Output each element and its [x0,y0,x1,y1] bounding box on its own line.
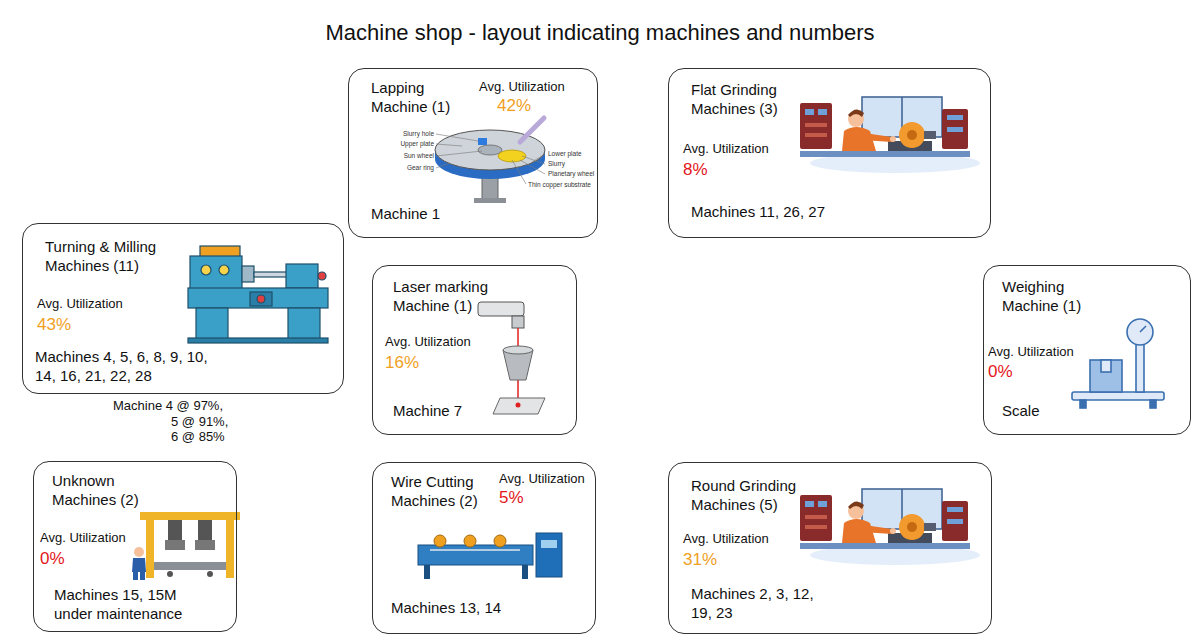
group-heading: Lapping Machine (1) [371,79,466,117]
page-title: Machine shop - layout indicating machine… [0,20,1200,46]
utilization-caption: Avg. Utilization [988,344,1088,360]
machine-group-box: Flat Grinding Machines (3) Avg. Utilizati… [668,68,991,238]
utilization-caption: Avg. Utilization [683,141,793,157]
part-label: Slurry hole [384,130,434,138]
flat-grinding-drawing [800,97,980,173]
machine-group-box: Weighing Machine (1) Avg. Utilization0% Sc… [983,265,1191,435]
utilization-caption: Avg. Utilization [37,296,147,312]
machine-list: Machines 13, 14 [391,599,571,618]
utilization-value: 16% [385,352,445,373]
utilization-caption: Avg. Utilization [385,334,495,350]
machine-utilization-note: Machine 4 @ 97%, 5 @ 91%, 6 @ 85% [113,398,233,445]
machine-list: Machines 4, 5, 6, 8, 9, 10, 14, 16, 21, … [35,348,210,386]
utilization-caption: Avg. Utilization [40,530,140,546]
utilization-caption: Avg. Utilization [479,79,589,95]
group-heading: Laser marking Machine (1) [393,278,503,316]
utilization-caption: Avg. Utilization [499,471,597,487]
machine-list: Machine 7 [393,402,543,421]
utilization-caption: Avg. Utilization [683,531,793,547]
part-label: Sun wheel [384,152,434,160]
lathe-drawing [188,246,328,343]
laser-marker-drawing [478,302,545,414]
group-heading: Unknown Machines (2) [52,472,152,510]
group-heading: Wire Cutting Machines (2) [391,473,496,511]
group-heading: Round Grinding Machines (5) [691,477,821,515]
utilization-value: 31% [683,549,743,570]
wire-cutter-drawing [418,533,562,579]
group-heading: Turning & Milling Machines (11) [45,238,180,276]
part-label: Thin copper substrate [528,181,596,189]
part-label: Lower plate [548,150,596,158]
machine-list: Scale [1002,402,1102,421]
machine-group-box: Round Grinding Machines (5) Avg. Utilizat… [668,462,992,634]
part-label: Upper plate [384,140,434,148]
part-label: Gear ring [384,164,434,172]
group-heading: Flat Grinding Machines (3) [691,81,811,119]
round-grinding-drawing [800,489,980,565]
machine-list: Machines 15, 15M under maintenance [54,586,204,624]
utilization-value: 5% [499,487,559,508]
part-label: Planetary wheel [548,170,596,178]
utilization-value: 0% [40,548,100,569]
utilization-value: 8% [683,159,743,180]
part-label: Slurry [548,160,596,168]
scale-drawing [1072,319,1164,408]
machine-group-box: Turning & Milling Machines (11) Avg. Util… [22,223,344,394]
group-heading: Weighing Machine (1) [1002,278,1092,316]
utilization-value: 43% [37,314,97,335]
machine-group-box: Wire Cutting Machines (2)Avg. Utilizatio… [372,462,596,634]
machine-group-box: Laser marking Machine (1) Avg. Utilizatio… [372,265,577,435]
machine-list: Machines 2, 3, 12, 19, 23 [691,585,831,623]
machine-list: Machines 11, 26, 27 [691,203,911,222]
utilization-value: 0% [988,361,1048,382]
machine-group-box: Unknown Machines (2) Avg. Utilization 0% Ma… [33,461,237,632]
gantry-machine-drawing [132,512,240,580]
utilization-value: 42% [497,95,557,116]
lapping-machine-drawing [435,118,545,203]
machine-list: Machine 1 [371,205,571,224]
